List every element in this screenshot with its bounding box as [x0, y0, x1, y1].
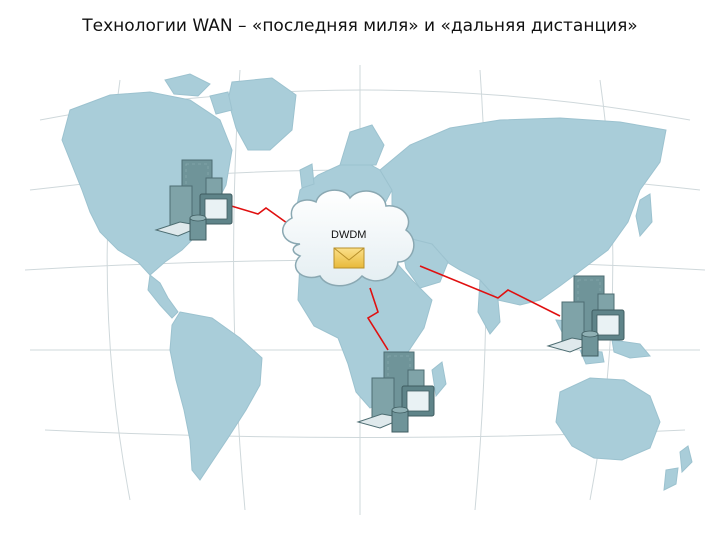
wan-links: [227, 204, 561, 351]
link-africa: [366, 287, 389, 351]
dwdm-cloud-icon: DWDM: [282, 189, 415, 287]
link-asia: [419, 265, 561, 317]
envelope-icon: [333, 247, 365, 269]
link-north-america: [227, 204, 295, 229]
page-title: Технологии WAN – «последняя миля» и «дал…: [82, 16, 638, 36]
cloud-label: DWDM: [331, 229, 366, 241]
